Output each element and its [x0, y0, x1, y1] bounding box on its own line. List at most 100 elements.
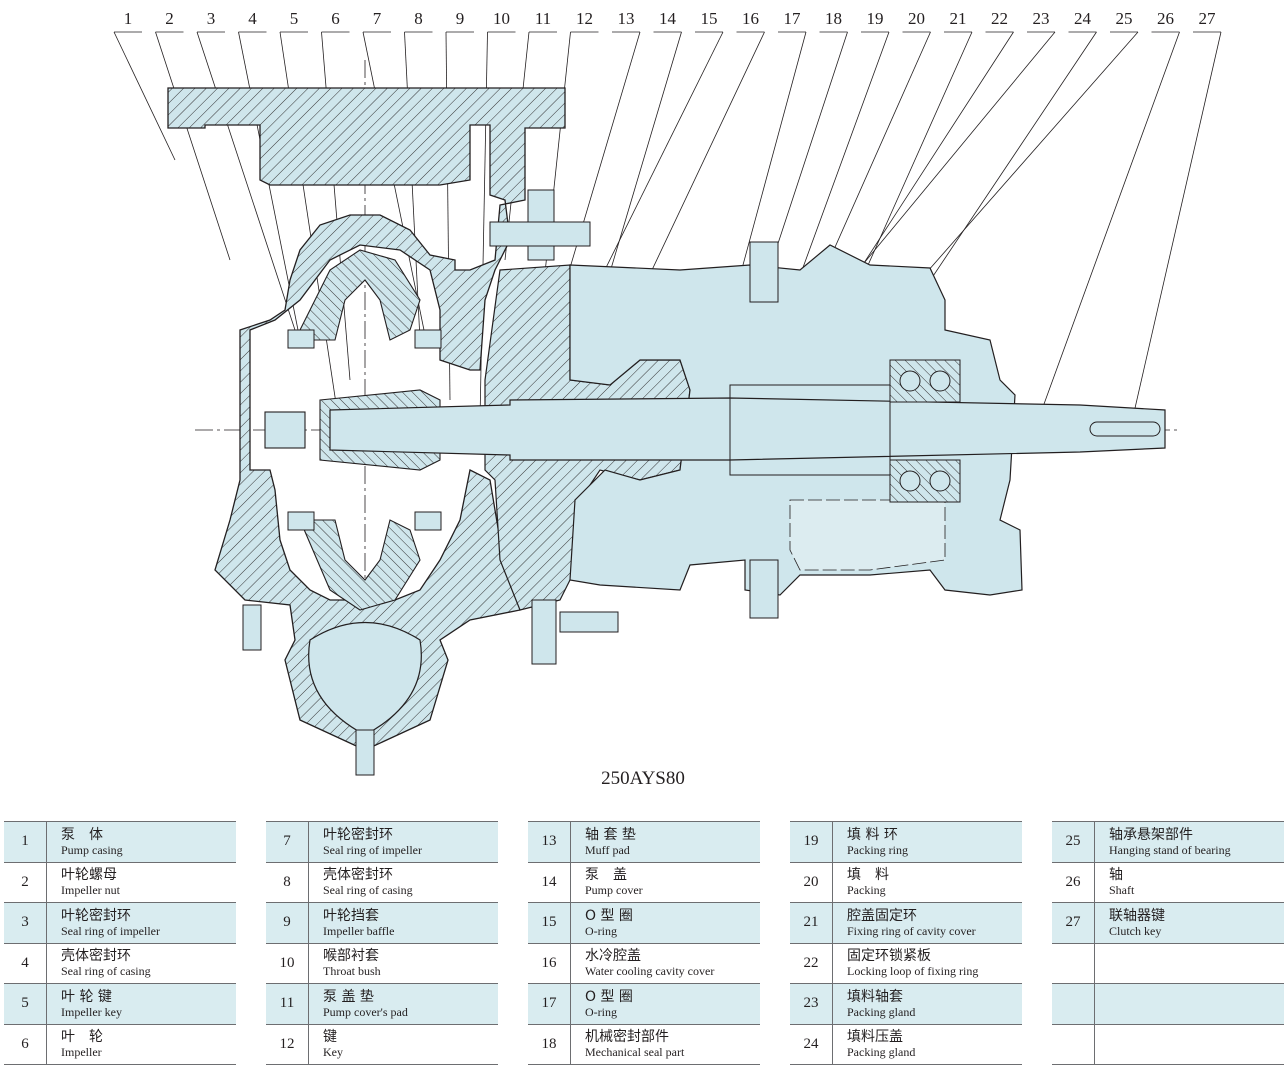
part-name-en: Fixing ring of cavity cover: [847, 923, 976, 938]
part-name-zh: 叶轮螺母: [61, 867, 117, 884]
part-number: 17: [528, 984, 571, 1024]
parts-row: [1052, 1024, 1284, 1065]
leader-26: [1039, 31, 1180, 416]
part-name-en: Impeller: [61, 1045, 102, 1060]
callout-9: 9: [456, 9, 465, 28]
part-name-zh: 叶轮密封环: [323, 826, 393, 843]
part-number: 26: [1052, 862, 1095, 902]
part-name-zh: 填料压盖: [847, 1029, 903, 1046]
shaft: [329, 397, 1166, 461]
impeller-nut: [264, 411, 306, 449]
part-name-zh: 轴承悬架部件: [1109, 826, 1193, 843]
part-number: 25: [1052, 822, 1095, 862]
drain-plug-bottom: [355, 729, 375, 776]
part-number: 15: [528, 903, 571, 943]
part-name-zh: 叶轮密封环: [61, 907, 131, 924]
part-name-zh: 腔盖固定环: [847, 907, 917, 924]
part-name-zh: 叶轮挡套: [323, 907, 379, 924]
leader-2: [155, 31, 231, 261]
part-number: 4: [4, 943, 47, 983]
part-name-zh: 固定环锁紧板: [847, 948, 931, 965]
drain-plug-left: [242, 604, 262, 651]
callout-2: 2: [165, 9, 174, 28]
part-number: 11: [266, 984, 309, 1024]
part-number: [1052, 943, 1095, 983]
seal-ring-right-upper: [414, 329, 442, 349]
ball-2: [929, 370, 951, 392]
part-name-en: Hanging stand of bearing: [1109, 842, 1231, 857]
part-number: 7: [266, 822, 309, 862]
part-number: 22: [790, 943, 833, 983]
part-name-zh: 填料轴套: [847, 988, 903, 1005]
part-name-zh: 轴 套 垫: [585, 826, 636, 843]
leader-3: [196, 31, 296, 331]
leader-1: [113, 31, 176, 161]
callout-19: 19: [867, 9, 884, 28]
parts-row: [1052, 984, 1284, 1025]
callout-12: 12: [576, 9, 593, 28]
part-name-en: Seal ring of casing: [61, 964, 151, 979]
part-name-en: Water cooling cavity cover: [585, 964, 715, 979]
part-number: 8: [266, 862, 309, 902]
callout-10: 10: [493, 9, 510, 28]
part-number: 9: [266, 903, 309, 943]
top-bolt-head: [489, 221, 591, 247]
leader-8: [404, 31, 421, 341]
seal-ring-right-lower: [414, 511, 442, 531]
bottom-bolt-head: [559, 611, 619, 633]
leader-27: [1129, 31, 1222, 431]
part-name-en: Seal ring of impeller: [323, 842, 422, 857]
part-name-zh: 喉部衬套: [323, 948, 379, 965]
part-name-en: O-ring: [585, 1004, 617, 1019]
callout-23: 23: [1033, 9, 1050, 28]
part-number: [1052, 1024, 1095, 1064]
part-number: 23: [790, 984, 833, 1024]
oil-chamber: [789, 499, 946, 571]
callout-21: 21: [950, 9, 967, 28]
callout-13: 13: [618, 9, 635, 28]
parts-row: [1052, 943, 1284, 984]
part-name-en: Packing ring: [847, 842, 908, 857]
seal-ring-left-upper: [287, 329, 315, 349]
ball-1: [899, 370, 921, 392]
part-number: 18: [528, 1024, 571, 1064]
part-name-en: Packing: [847, 883, 886, 898]
part-name-zh: 泵 盖: [585, 867, 627, 884]
part-number: 5: [4, 984, 47, 1024]
callout-17: 17: [784, 9, 802, 28]
part-name-zh: 叶 轮 键: [61, 988, 112, 1005]
part-name-en: Key: [323, 1045, 343, 1060]
leader-23: [849, 31, 1056, 281]
part-name-en: Impeller nut: [61, 883, 120, 898]
leader-22: [839, 31, 1014, 301]
ball-3: [899, 470, 921, 492]
key-slot: [1089, 421, 1161, 437]
part-number: 19: [790, 822, 833, 862]
part-number: 20: [790, 862, 833, 902]
callout-18: 18: [825, 9, 842, 28]
part-number: 24: [790, 1024, 833, 1064]
part-name-zh: 联轴器键: [1109, 907, 1165, 924]
part-number: 6: [4, 1024, 47, 1064]
bottom-bolt: [531, 599, 557, 665]
part-number: 27: [1052, 903, 1095, 943]
part-name-en: Impeller baffle: [323, 923, 395, 938]
impeller: [299, 249, 421, 341]
part-number: [1052, 984, 1095, 1024]
